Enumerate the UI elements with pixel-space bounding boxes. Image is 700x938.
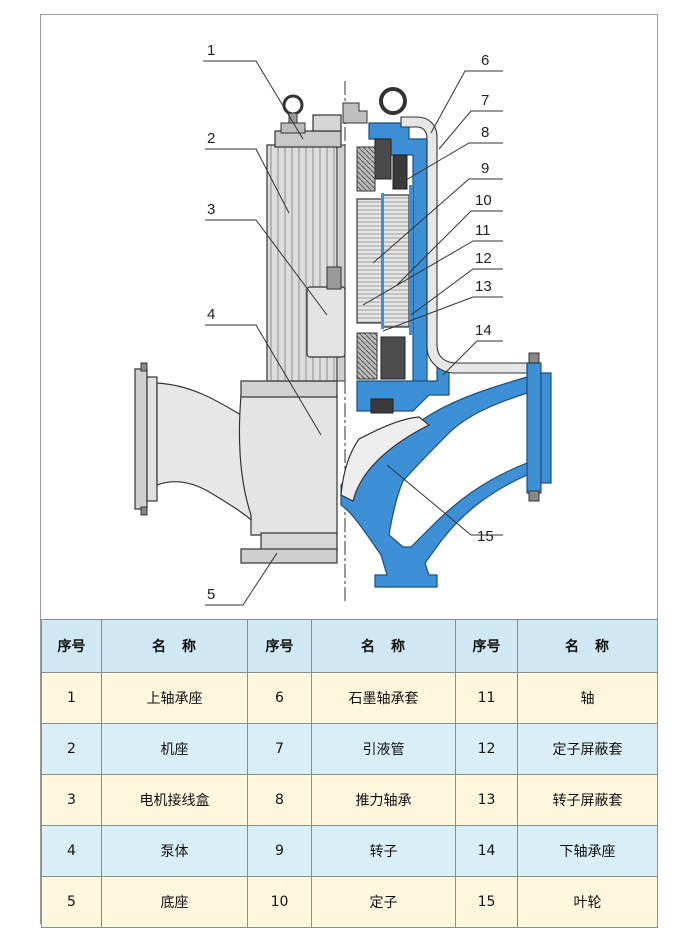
stator-winding-upper — [356, 146, 376, 192]
part-name: 推力轴承 — [311, 774, 456, 826]
rotor-winding-lower — [380, 336, 406, 380]
lifting-eye — [280, 94, 306, 134]
terminal-box — [306, 266, 346, 358]
part-name: 上轴承座 — [101, 672, 248, 724]
part-name: 定子 — [311, 876, 456, 928]
part-no: 7 — [247, 723, 312, 775]
table-row: 2 机座 7 引液管 12 定子屏蔽套 — [41, 723, 658, 775]
pipe-ring — [379, 87, 407, 115]
inlet-flange — [134, 362, 158, 516]
part-no: 14 — [455, 825, 518, 877]
rotor — [356, 198, 384, 324]
callout-1: 1 — [207, 42, 215, 59]
base — [240, 532, 338, 564]
part-no: 1 — [41, 672, 102, 724]
part-name: 转子 — [311, 825, 456, 877]
part-name: 定子屏蔽套 — [517, 723, 658, 775]
table-row: 5 底座 10 定子 15 叶轮 — [41, 876, 658, 928]
part-no: 5 — [41, 876, 102, 928]
pump-body — [238, 394, 338, 536]
callout-10: 10 — [475, 192, 492, 209]
part-no: 8 — [247, 774, 312, 826]
part-name: 机座 — [101, 723, 248, 775]
graphite-bearing-lower — [370, 398, 394, 414]
part-name: 引液管 — [311, 723, 456, 775]
table-row: 4 泵体 9 转子 14 下轴承座 — [41, 825, 658, 877]
table-row: 3 电机接线盒 8 推力轴承 13 转子屏蔽套 — [41, 774, 658, 826]
impeller — [340, 416, 431, 502]
stator-winding-lower — [356, 332, 378, 380]
vent-fitting — [342, 102, 368, 124]
part-name: 电机接线盒 — [101, 774, 248, 826]
part-name: 轴 — [517, 672, 658, 724]
stator — [382, 194, 410, 328]
callout-3: 3 — [207, 201, 215, 218]
rotor-shield — [381, 193, 384, 329]
callout-9: 9 — [481, 160, 489, 177]
thrust-bearing — [392, 154, 408, 190]
part-no: 11 — [455, 672, 518, 724]
callout-15: 15 — [477, 528, 494, 545]
table-header-row: 序号 名 称 序号 名 称 序号 名 称 — [41, 619, 658, 673]
header-no: 序号 — [455, 619, 518, 673]
part-no: 15 — [455, 876, 518, 928]
part-no: 6 — [247, 672, 312, 724]
header-no: 序号 — [247, 619, 312, 673]
discharge-flange — [526, 352, 552, 502]
header-no: 序号 — [41, 619, 102, 673]
motor-frame — [266, 114, 346, 382]
callout-12: 12 — [475, 250, 492, 267]
part-no: 4 — [41, 825, 102, 877]
callout-4: 4 — [207, 306, 215, 323]
callout-8: 8 — [481, 124, 489, 141]
callout-5: 5 — [207, 586, 215, 603]
figure-frame: 1 2 3 4 5 6 7 8 9 10 11 12 13 14 15 序号 名… — [40, 14, 658, 928]
part-name: 泵体 — [101, 825, 248, 877]
callout-13: 13 — [475, 278, 492, 295]
part-no: 3 — [41, 774, 102, 826]
part-no: 10 — [247, 876, 312, 928]
part-name: 底座 — [101, 876, 248, 928]
leader-lines — [203, 60, 503, 606]
pump-cross-section-diagram: 1 2 3 4 5 6 7 8 9 10 11 12 13 14 15 — [134, 42, 552, 606]
part-name: 叶轮 — [517, 876, 658, 928]
part-no: 2 — [41, 723, 102, 775]
parts-table: 序号 名 称 序号 名 称 序号 名 称 1 上轴承座 6 石墨轴承套 11 轴… — [41, 619, 658, 928]
header-name: 名 称 — [311, 619, 456, 673]
part-no: 12 — [455, 723, 518, 775]
header-name: 名 称 — [517, 619, 658, 673]
callout-14: 14 — [475, 322, 492, 339]
callout-6: 6 — [481, 52, 489, 69]
inlet-elbow — [156, 382, 252, 522]
graphite-bearing-upper — [374, 138, 392, 180]
part-no: 9 — [247, 825, 312, 877]
table-row: 1 上轴承座 6 石墨轴承套 11 轴 — [41, 672, 658, 724]
callout-2: 2 — [207, 130, 215, 147]
header-name: 名 称 — [101, 619, 248, 673]
part-name: 转子屏蔽套 — [517, 774, 658, 826]
callout-7: 7 — [481, 92, 489, 109]
stator-shield — [409, 185, 413, 335]
part-name: 下轴承座 — [517, 825, 658, 877]
part-name: 石墨轴承套 — [311, 672, 456, 724]
volute-casing — [340, 376, 528, 588]
part-no: 13 — [455, 774, 518, 826]
callout-11: 11 — [475, 222, 491, 239]
